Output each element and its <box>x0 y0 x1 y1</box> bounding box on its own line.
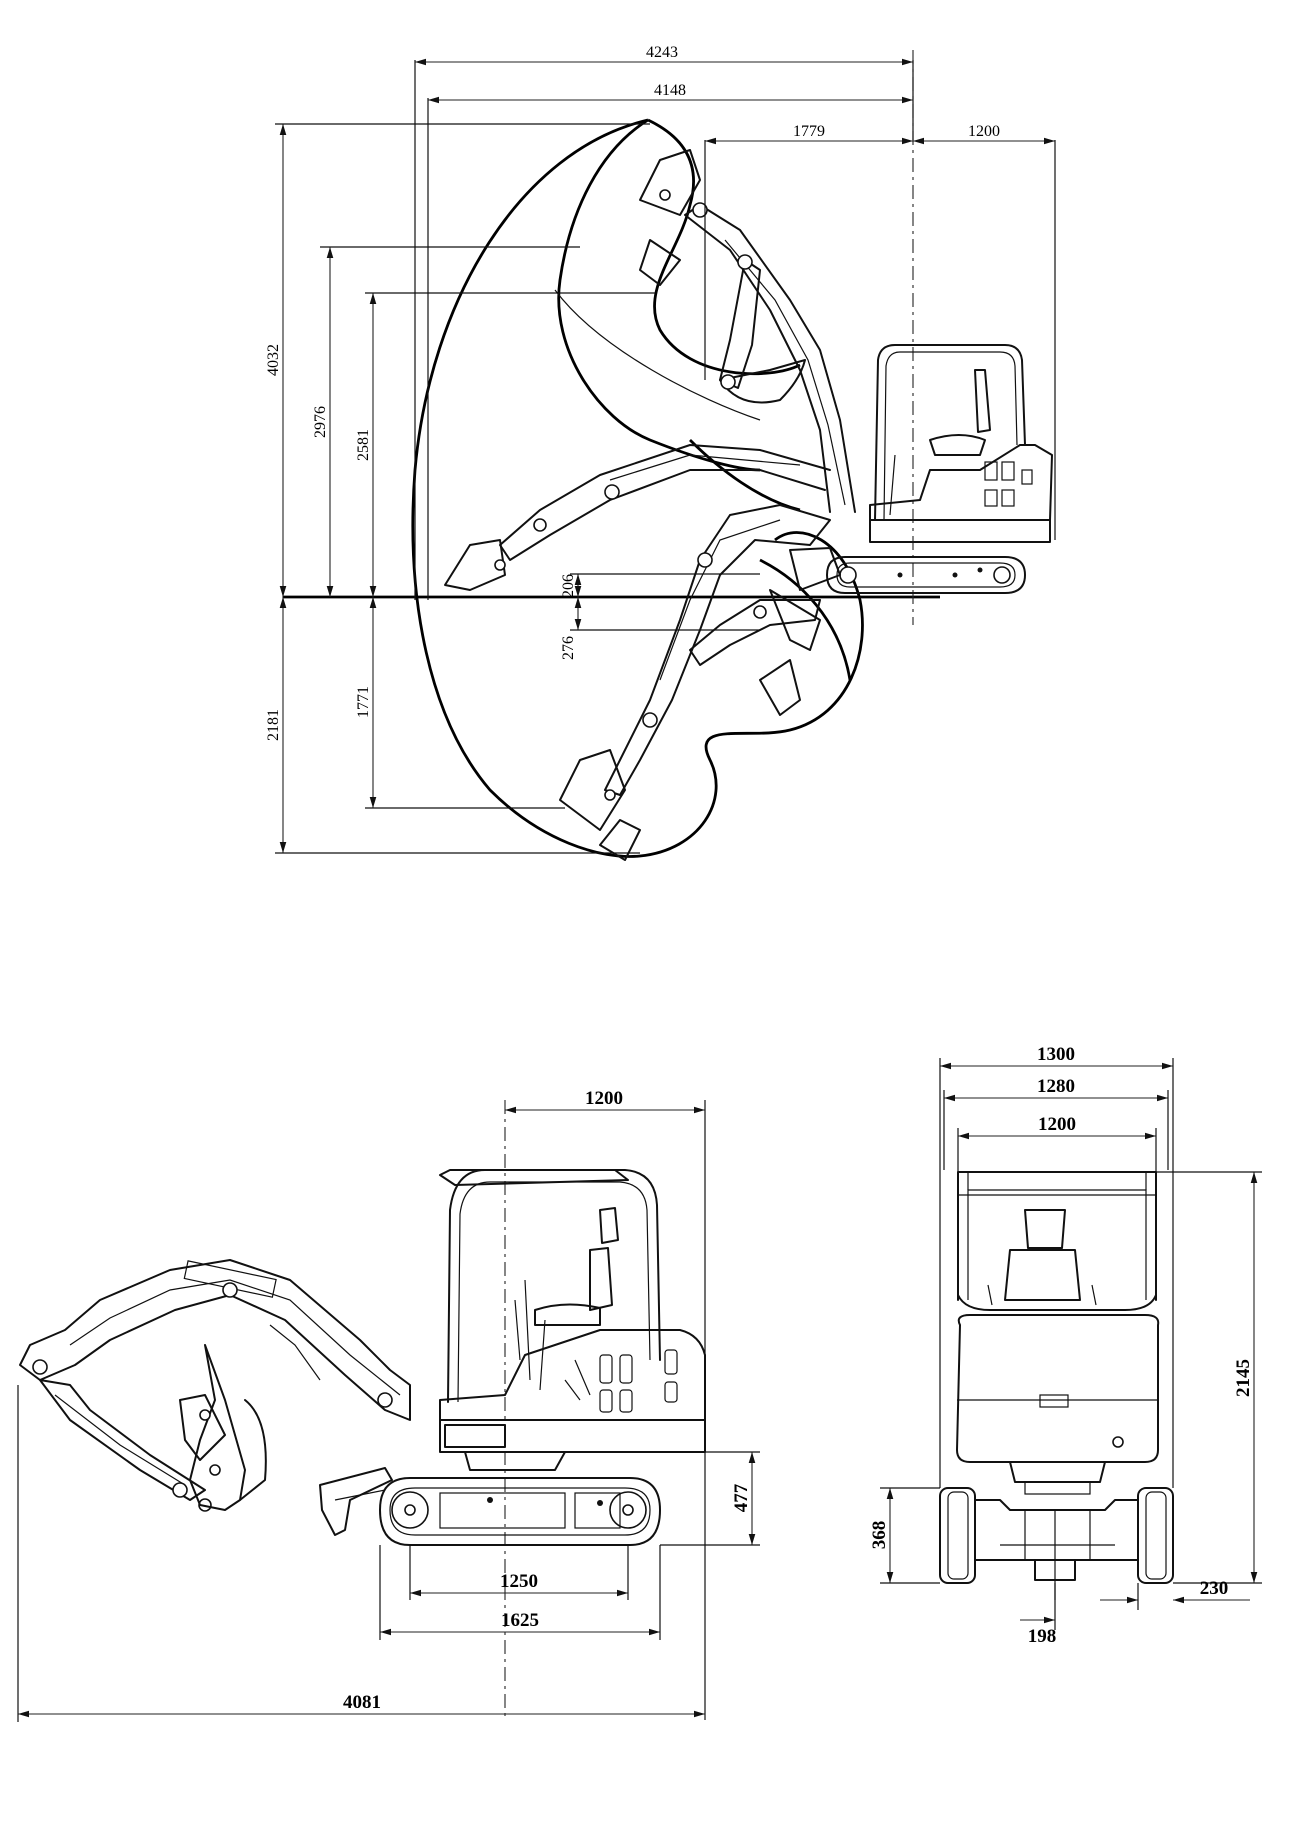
dim-2181-label: 2181 <box>265 709 282 741</box>
excavator-side-transport <box>19 1169 706 1546</box>
dim-4148-label: 4148 <box>654 82 686 99</box>
front-dim-230-label: 230 <box>1200 1578 1229 1599</box>
dim-4243-label: 4243 <box>646 44 678 61</box>
dim-2976-label: 2976 <box>312 406 329 438</box>
digging-envelope <box>411 118 864 858</box>
working-range-view: 4243 4148 1779 1200 4032 2976 2581 2181 <box>265 44 1056 861</box>
dim-1779-label: 1779 <box>793 123 825 140</box>
side-dim-477-label: 477 <box>731 1483 752 1512</box>
dim-206-label: 206 <box>560 574 577 598</box>
side-dim-4081-label: 4081 <box>343 1692 381 1713</box>
front-dim-368-label: 368 <box>869 1521 890 1550</box>
side-view: 1200 477 1250 1625 4081 <box>17 1088 760 1722</box>
dim-276-label: 276 <box>560 636 577 660</box>
excavator-front <box>939 1171 1174 1600</box>
dim-4032-label: 4032 <box>265 344 282 376</box>
front-dim-1300-label: 1300 <box>1037 1044 1075 1065</box>
side-dim-1250-label: 1250 <box>500 1571 538 1592</box>
height-dimensions: 4032 2976 2581 2181 1771 206 276 <box>265 123 760 854</box>
front-dim-1200-label: 1200 <box>1038 1114 1076 1135</box>
excavator-working-pose <box>444 149 1053 861</box>
front-dim-1280-label: 1280 <box>1037 1076 1075 1097</box>
front-dim-198-label: 198 <box>1028 1626 1057 1647</box>
side-dim-1625-label: 1625 <box>501 1610 539 1631</box>
front-view-dimensions: 1300 1280 1200 2145 368 230 198 <box>869 1044 1262 1647</box>
side-view-dimensions: 1200 477 1250 1625 4081 <box>17 1088 760 1722</box>
dim-1771-label: 1771 <box>355 686 372 718</box>
reach-dimensions: 4243 4148 1779 1200 <box>414 44 1056 600</box>
side-dim-1200-label: 1200 <box>585 1088 623 1109</box>
front-dim-2145-label: 2145 <box>1233 1359 1254 1397</box>
dim-1200-top-label: 1200 <box>968 123 1000 140</box>
dim-2581-label: 2581 <box>355 429 372 461</box>
front-view: 1300 1280 1200 2145 368 230 198 <box>869 1044 1262 1647</box>
